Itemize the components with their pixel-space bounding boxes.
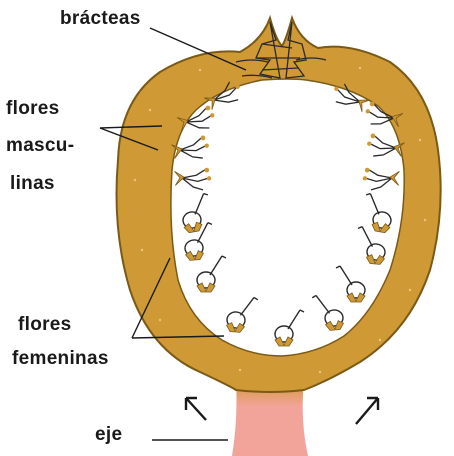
label-flores-femeninas-line2: femeninas — [12, 348, 109, 370]
arrow-up-left-icon — [186, 398, 206, 420]
label-eje: eje — [95, 424, 122, 446]
label-flores-masculinas-line3: linas — [10, 173, 55, 195]
arrow-up-right-icon — [356, 398, 378, 424]
label-flores-masculinas-line1: flores — [6, 98, 60, 120]
label-flores-femeninas-line1: flores — [18, 314, 72, 336]
label-bracteas: brácteas — [60, 8, 141, 30]
label-flores-masculinas-line2: mascu- — [6, 135, 74, 157]
